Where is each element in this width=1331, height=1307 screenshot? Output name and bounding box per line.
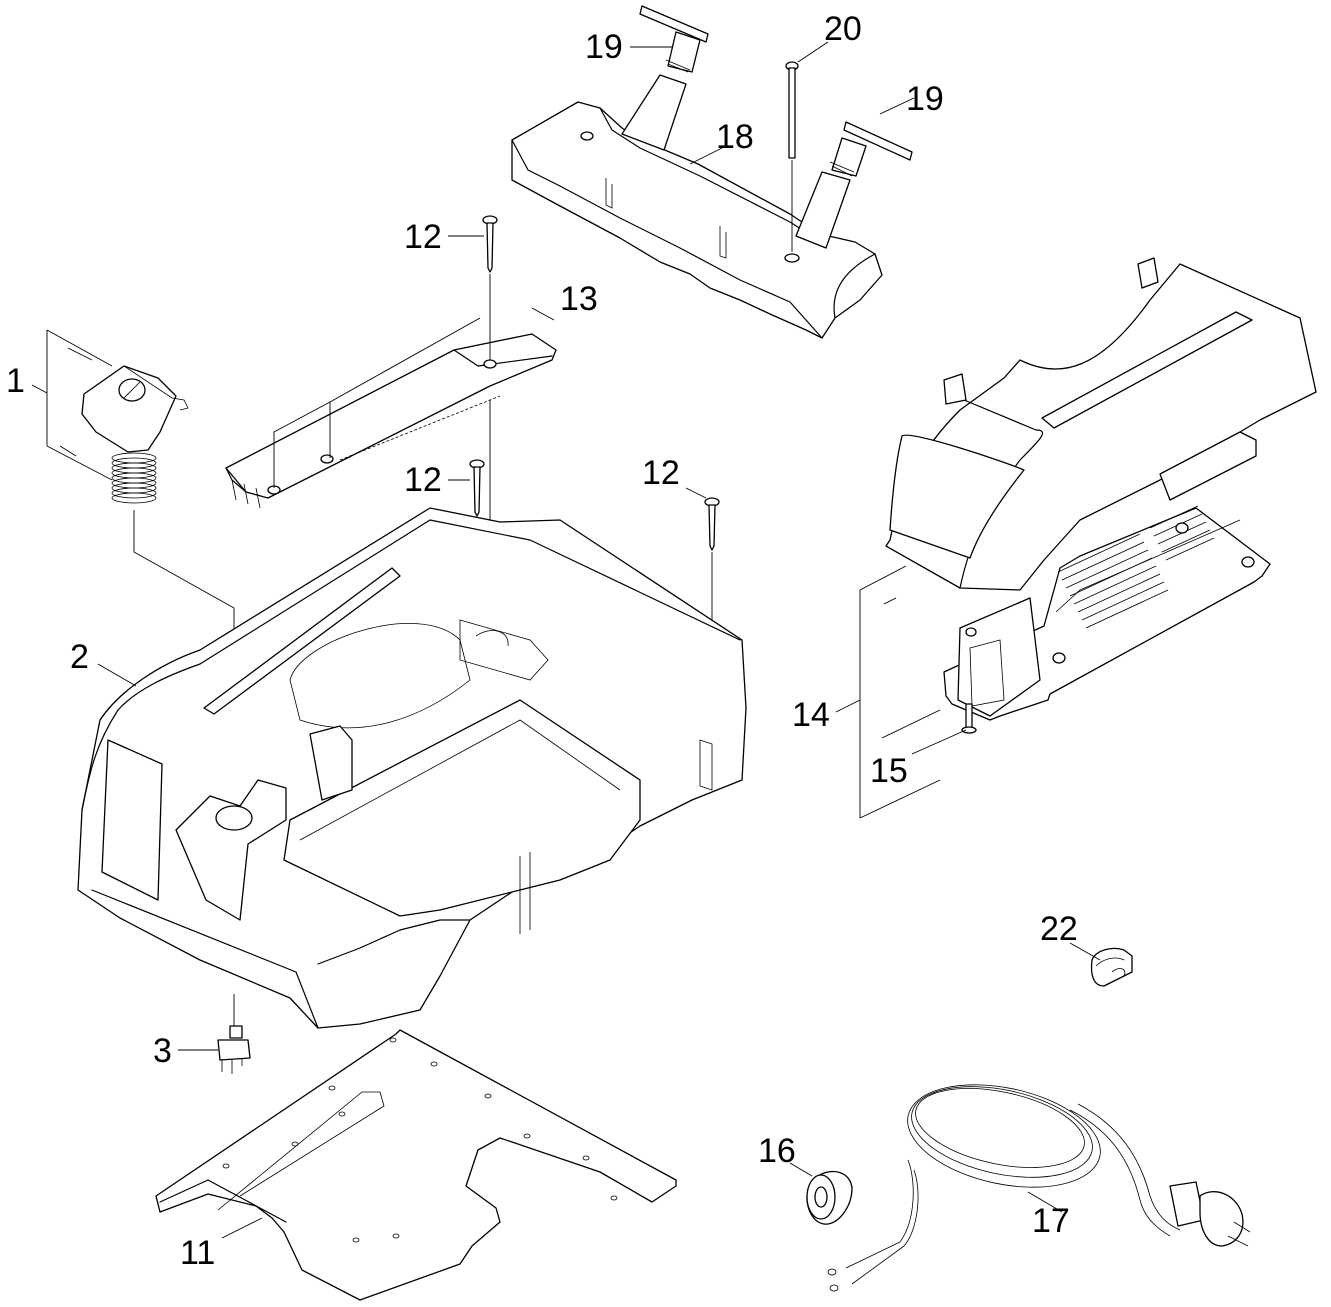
mounting-holes (222, 1037, 618, 1243)
part-hood-assembly (859, 257, 1317, 819)
callout-16: 16 (758, 1132, 796, 1170)
callout-12-right: 12 (642, 454, 680, 492)
leader-lines (31, 41, 1101, 1239)
part-power-cord (827, 1084, 1251, 1292)
callout-11: 11 (180, 1234, 215, 1272)
spring (111, 452, 157, 504)
part-clip-right (829, 121, 913, 177)
part-handle-bar (511, 74, 883, 339)
callout-17: 17 (1032, 1202, 1070, 1240)
part-cable-grommet (1090, 947, 1133, 987)
callout-labels: 1 2 3 11 12 12 12 13 14 15 16 17 18 19 1… (6, 10, 1078, 1272)
callout-22: 22 (1040, 910, 1078, 948)
part-pin (961, 703, 977, 734)
callout-20: 20 (824, 10, 862, 48)
callout-18: 18 (716, 118, 754, 156)
callout-12-top: 12 (404, 218, 442, 256)
part-ferrite-ring (806, 1170, 853, 1225)
callout-19-right: 19 (906, 80, 944, 118)
part-clip-left (639, 5, 709, 73)
part-cover-strip (225, 317, 557, 509)
callout-2: 2 (70, 638, 89, 676)
callout-13: 13 (560, 280, 598, 318)
callout-15: 15 (870, 752, 908, 790)
callout-3: 3 (153, 1032, 172, 1070)
part-long-screw (785, 61, 799, 252)
callout-14: 14 (792, 696, 830, 734)
part-housing (77, 507, 747, 1029)
part-base-plate (155, 1029, 677, 1301)
callout-1: 1 (6, 362, 25, 400)
callout-12-middle: 12 (404, 461, 442, 499)
part-switch (217, 994, 251, 1074)
callout-19-left: 19 (585, 28, 623, 66)
part-screw-top (482, 215, 498, 360)
